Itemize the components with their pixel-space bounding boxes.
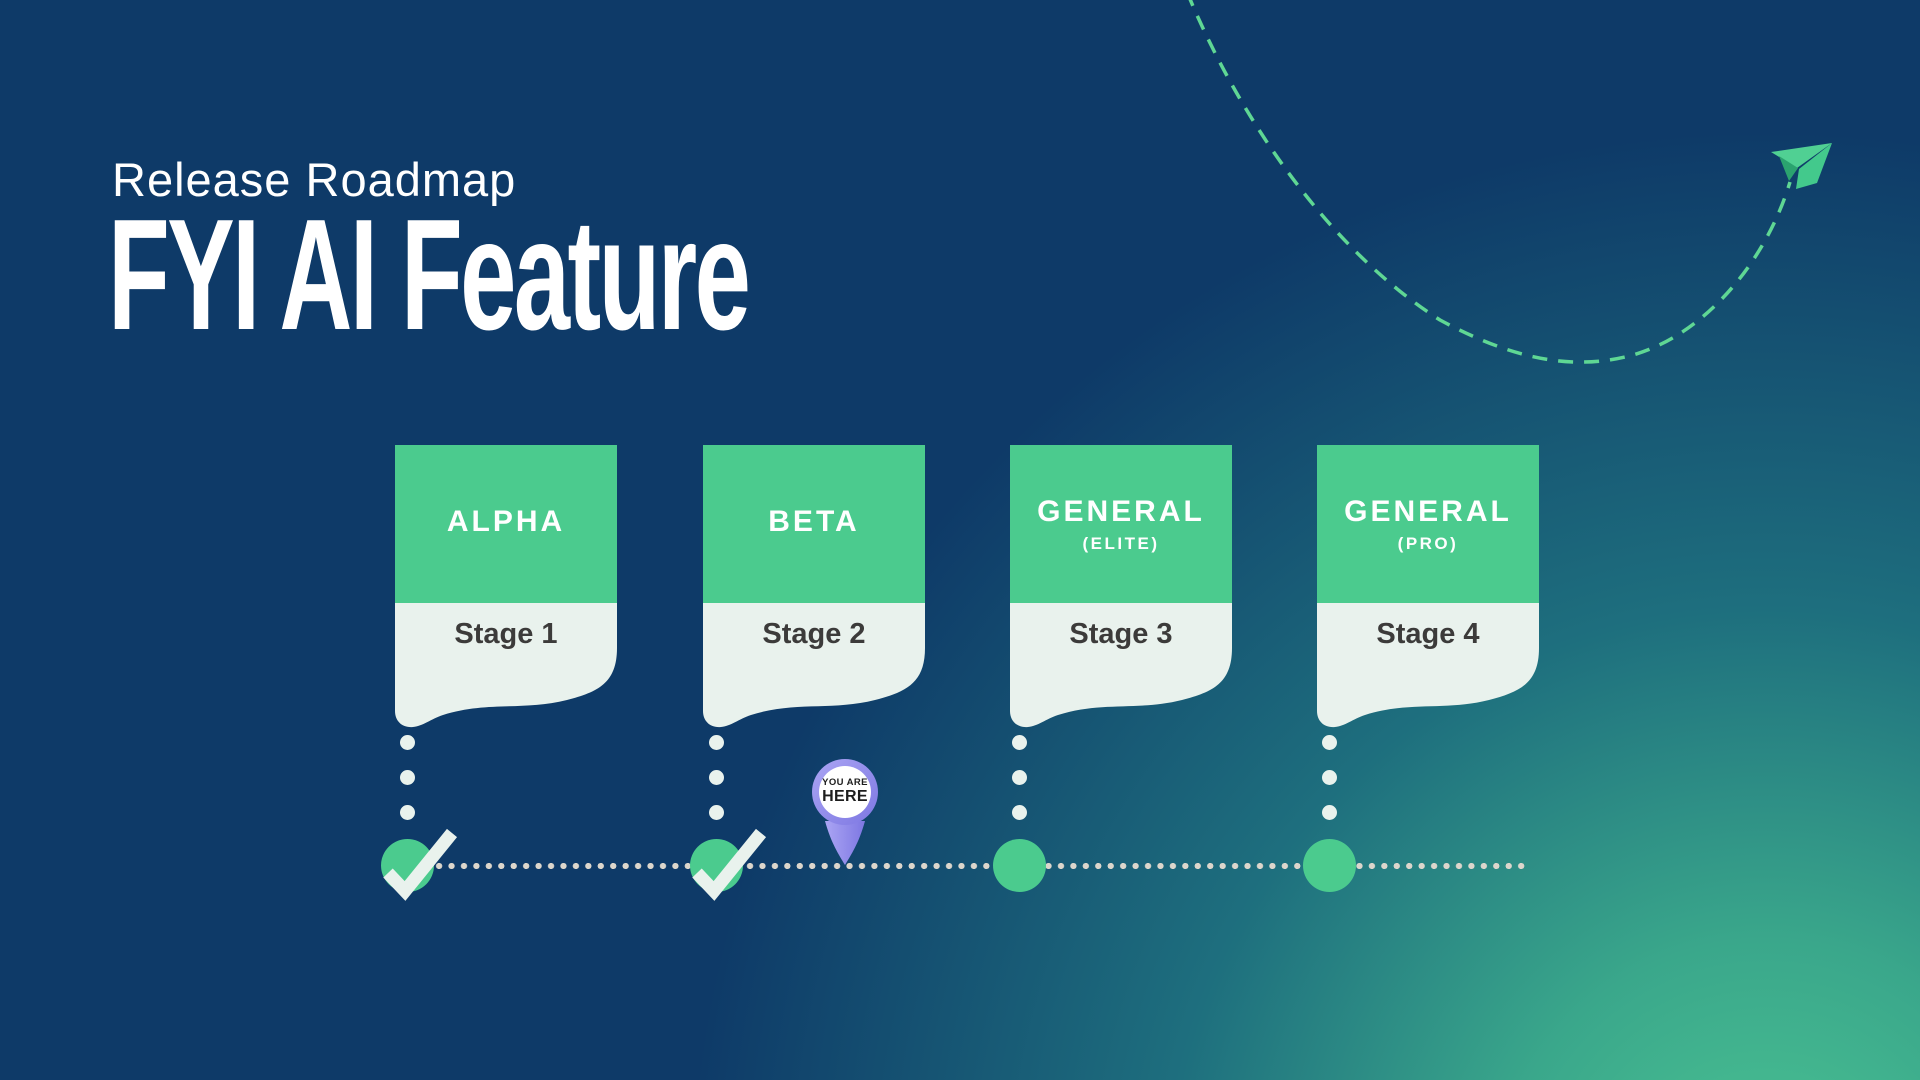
- timeline-node-general-elite: [993, 839, 1046, 892]
- connector-dot: [709, 735, 724, 750]
- paper-plane-icon: [1771, 143, 1832, 189]
- timeline-dotted-line: [408, 862, 1528, 870]
- card-header: ALPHA: [395, 445, 617, 603]
- stage-card-general-pro: GENERAL (PRO) Stage 4: [1317, 445, 1539, 735]
- connector-dot: [709, 770, 724, 785]
- stage-name: BETA: [768, 504, 860, 538]
- stage-card-beta: BETA Stage 2: [703, 445, 925, 735]
- timeline-node-general-pro: [1303, 839, 1356, 892]
- flag-shape: [1317, 445, 1539, 728]
- connector-dot: [1322, 735, 1337, 750]
- connector-dot: [1012, 735, 1027, 750]
- connector-dot: [1322, 805, 1337, 820]
- stage-name: GENERAL: [1344, 494, 1512, 528]
- connector-dot: [400, 770, 415, 785]
- stage-card-general-elite: GENERAL (ELITE) Stage 3: [1010, 445, 1232, 735]
- connector-dot: [1012, 805, 1027, 820]
- stage-label-area: Stage 1: [395, 603, 617, 665]
- connector-dot: [400, 735, 415, 750]
- stage-name: GENERAL: [1037, 494, 1205, 528]
- connector-dot: [1012, 770, 1027, 785]
- you-are-here-pin: YOU ARE HERE: [812, 759, 878, 865]
- page-title: FYI AI Feature: [108, 187, 751, 363]
- flag-shape: [395, 445, 617, 728]
- check-icon: [383, 828, 458, 901]
- flag-shape: [1010, 445, 1232, 728]
- connector-dot: [400, 805, 415, 820]
- connector-dots: [709, 735, 724, 820]
- stage-label-area: Stage 3: [1010, 603, 1232, 665]
- stage-label: Stage 3: [1069, 617, 1173, 650]
- stage-label-area: Stage 4: [1317, 603, 1539, 665]
- stage-subtitle: (PRO): [1397, 533, 1459, 553]
- pin-label: YOU ARE HERE: [819, 766, 871, 818]
- pin-text-line2: HERE: [822, 788, 868, 806]
- connector-dots: [400, 735, 415, 820]
- pin-text-line1: YOU ARE: [822, 776, 868, 788]
- stage-label-area: Stage 2: [703, 603, 925, 665]
- timeline-node-alpha-complete: [381, 828, 458, 901]
- stage-card-alpha: ALPHA Stage 1: [395, 445, 617, 735]
- connector-dots: [1012, 735, 1027, 820]
- timeline-node-beta-complete: [690, 828, 767, 901]
- card-header: GENERAL (PRO): [1317, 445, 1539, 603]
- stage-label: Stage 2: [762, 617, 866, 650]
- connector-dot: [1322, 770, 1337, 785]
- flag-shape: [703, 445, 925, 728]
- connector-dots: [1322, 735, 1337, 820]
- stage-subtitle: (ELITE): [1082, 533, 1160, 553]
- stage-label: Stage 4: [1376, 617, 1480, 650]
- stage-label: Stage 1: [454, 617, 558, 650]
- stage-name: ALPHA: [446, 504, 566, 538]
- pin-ring: YOU ARE HERE: [812, 759, 878, 825]
- check-icon: [692, 828, 767, 901]
- card-header: BETA: [703, 445, 925, 603]
- page-kicker: Release Roadmap: [112, 153, 517, 206]
- connector-dot: [709, 805, 724, 820]
- card-header: GENERAL (ELITE): [1010, 445, 1232, 603]
- pin-tail: [825, 821, 865, 865]
